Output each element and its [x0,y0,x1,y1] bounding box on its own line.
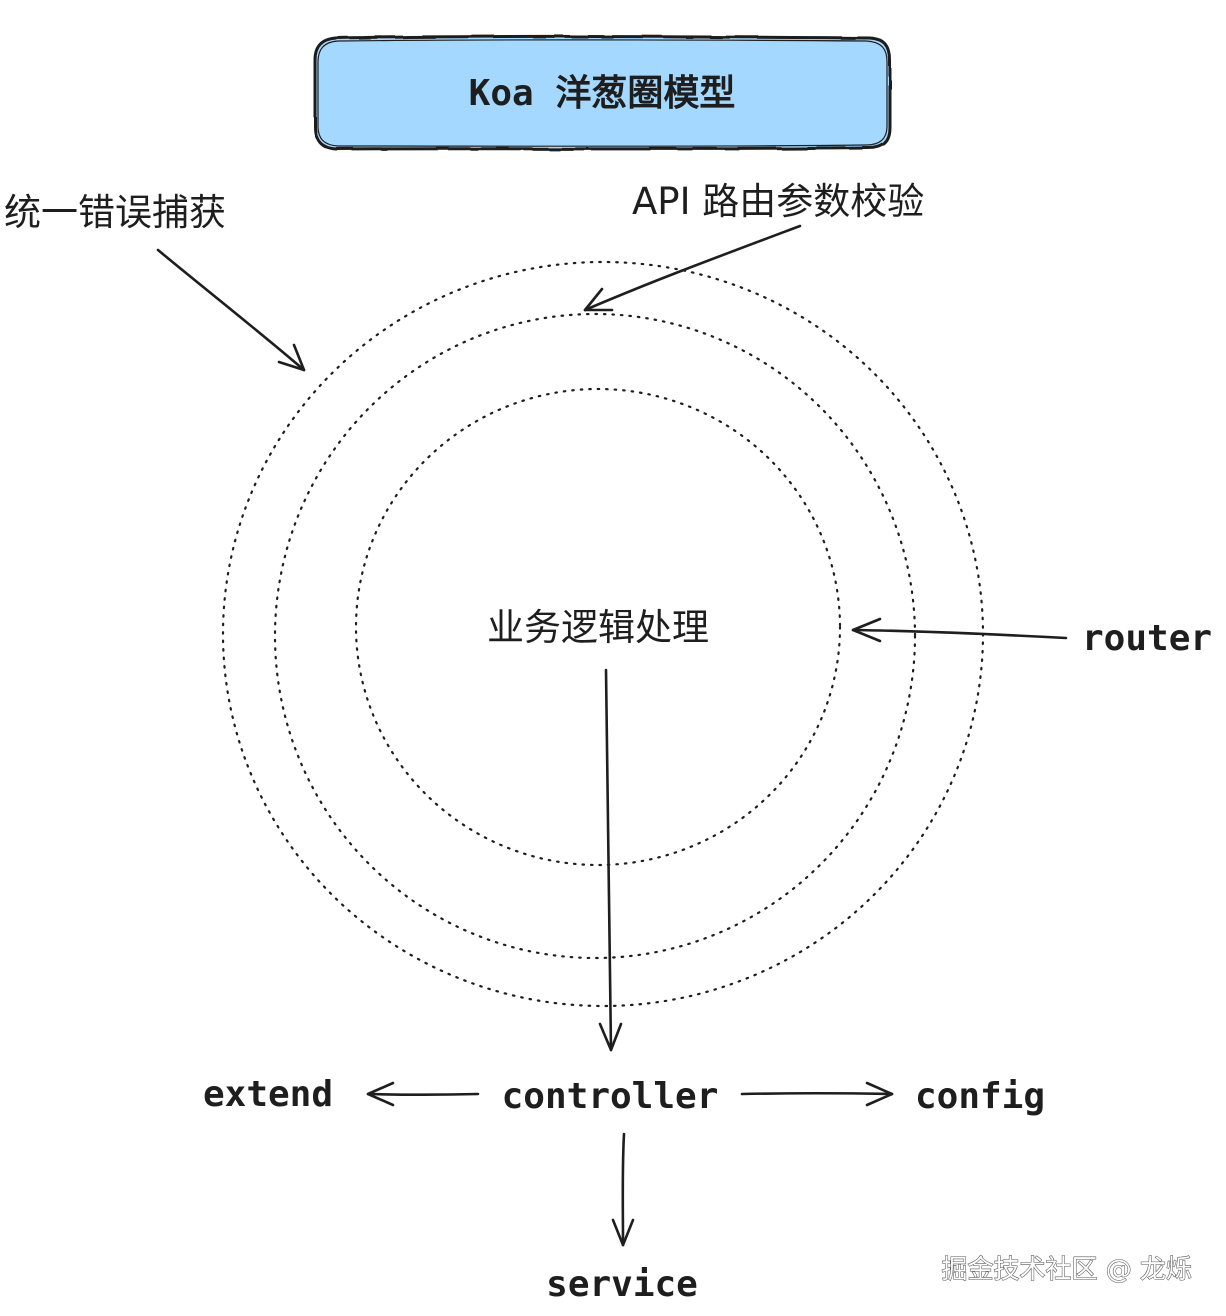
inner-ring [354,387,842,867]
arrow-api-validation [583,224,802,312]
arrow-controller-to-config [740,1081,894,1107]
middle-ring [273,312,917,960]
label-error-capture: 统一错误捕获 [4,191,226,234]
label-business-logic: 业务逻辑处理 [487,606,709,649]
label-config: config [915,1076,1045,1117]
arrow-business-to-controller [598,668,623,1052]
title-box-shape [313,34,892,151]
title-box: Koa 洋葱圈模型 [313,34,892,151]
label-router: router [1082,618,1212,659]
label-controller: controller [502,1076,719,1117]
page-title: Koa 洋葱圈模型 [469,73,736,114]
arrow-controller-to-service [611,1132,635,1247]
label-api-validation: API 路由参数校验 [632,180,924,223]
watermark: 掘金技术社区 @ 龙烁 [941,1255,1192,1285]
arrow-router [851,617,1068,643]
title-box-sketch-line [317,39,888,147]
label-extend: extend [203,1074,333,1115]
label-service: service [546,1264,698,1305]
arrow-controller-to-extend [366,1081,480,1107]
arrow-error-capture [156,248,306,372]
